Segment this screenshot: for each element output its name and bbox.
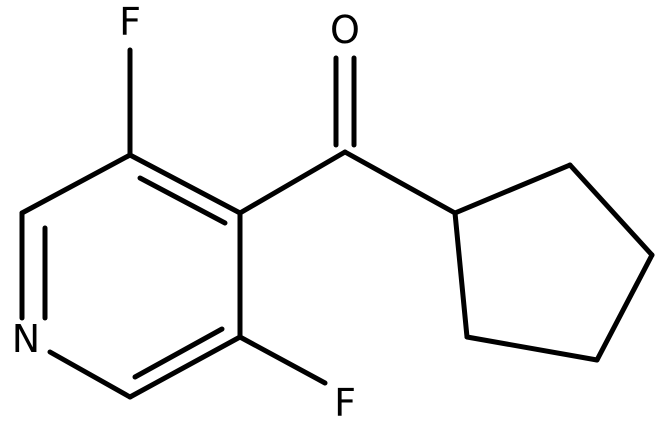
atom-nitrogen: N [12,317,40,361]
atom-fluorine-top: F [119,0,141,44]
bond-cp5-cp1 [452,210,470,340]
bond-c5-n [47,349,133,400]
bond-cp1-cp2 [452,162,573,216]
bond-c4-c5-double [132,326,225,380]
bond-cp3-cp4 [594,252,655,363]
bond-c2-c3 [127,152,243,216]
bond-cp2-cp3 [567,162,655,258]
bond-c4-f [237,334,328,386]
bond-carbonyl-cyclopentyl [342,149,458,216]
atom-labels: F O N F [12,0,360,425]
bond-c4-c5 [127,334,243,400]
atom-oxygen: O [330,8,360,52]
bond-c3-carbonyl [237,149,348,216]
atom-fluorine-bottom: F [334,381,356,425]
bonds [19,47,655,400]
bond-c2-c3-double [137,175,228,226]
bond-cp4-cp5 [464,334,600,363]
bond-c1-c2 [19,152,133,216]
